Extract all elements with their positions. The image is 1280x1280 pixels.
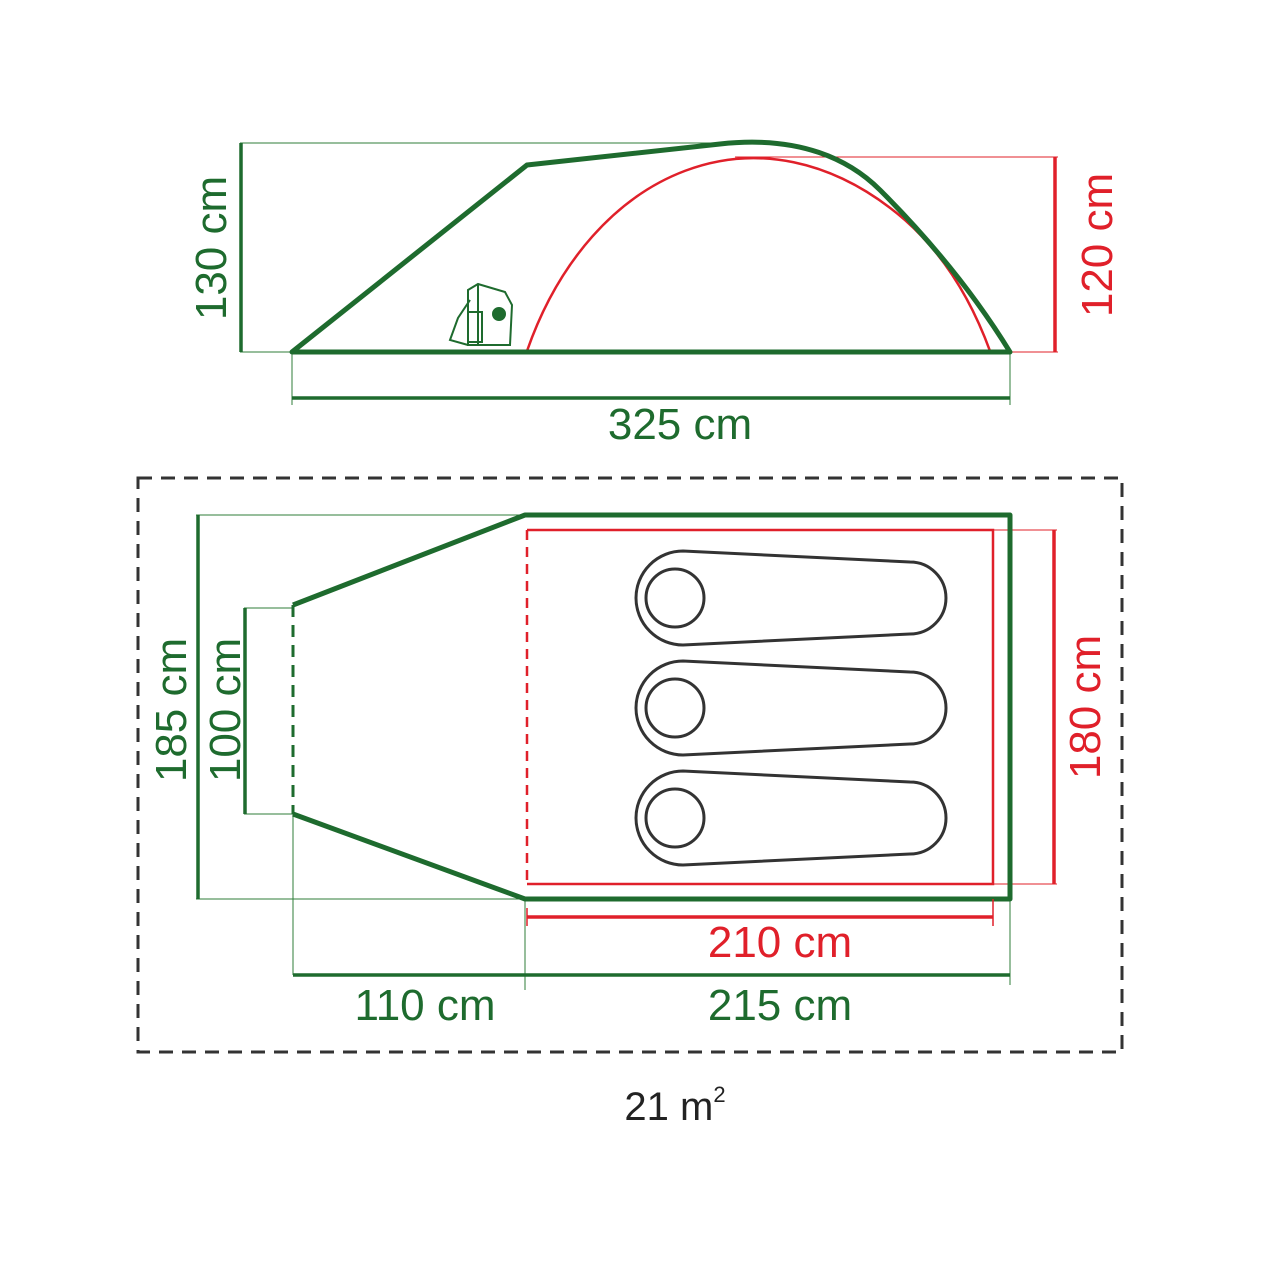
inner-length-label: 210 cm <box>708 918 852 967</box>
inner-width-label: 180 cm <box>1061 635 1110 779</box>
sleeping-bag-icon <box>634 549 948 647</box>
outer-height-label: 130 cm <box>187 176 236 320</box>
outer-width-label: 185 cm <box>147 638 196 782</box>
bedroom-length-label: 215 cm <box>708 981 852 1030</box>
sleeping-bag-icon <box>634 769 948 867</box>
area-superscript: 2 <box>713 1082 725 1107</box>
inner-tent-plan <box>527 528 995 886</box>
entrance-width-label: 100 cm <box>201 638 250 782</box>
backpack-icon <box>448 282 514 346</box>
footprint-outline <box>136 476 1124 1054</box>
sleeping-bag-icon <box>634 659 948 757</box>
side-view: 130 cm 120 cm 325 cm <box>187 139 1122 449</box>
inner-tent-profile <box>525 156 992 352</box>
inner-height-label: 120 cm <box>1073 173 1122 317</box>
footprint-area-label: 21 m2 <box>624 1082 725 1129</box>
area-number: 21 m <box>624 1085 713 1129</box>
length-label: 325 cm <box>608 400 752 449</box>
floor-plan: 185 cm 100 cm 180 cm <box>136 476 1124 1054</box>
porch-length-label: 110 cm <box>354 981 495 1030</box>
outer-tent-profile <box>289 139 1013 355</box>
outer-tent-plan <box>292 512 1013 902</box>
sleeping-bags <box>634 549 948 867</box>
